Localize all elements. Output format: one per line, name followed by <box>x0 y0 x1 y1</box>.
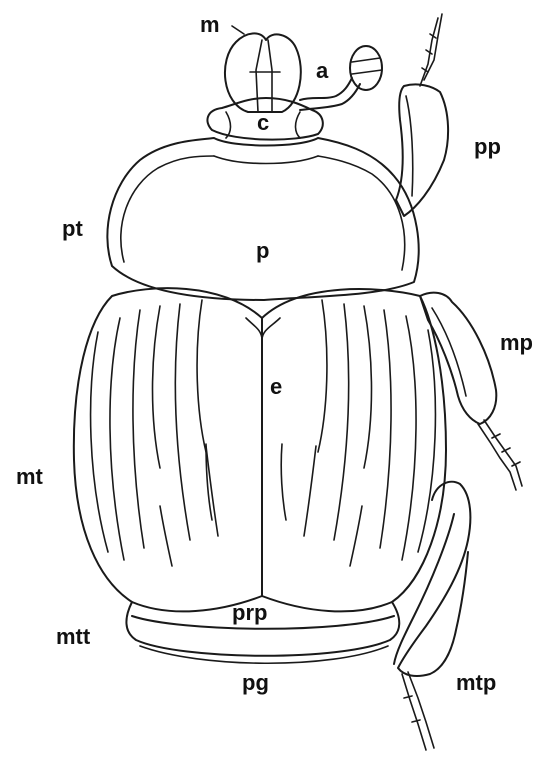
label-pronotal-tip: pt <box>62 218 83 240</box>
label-pygidium: pg <box>242 672 269 694</box>
label-propygidium: prp <box>232 602 267 624</box>
prothoracic-leg <box>396 14 448 216</box>
label-elytron: e <box>270 376 282 398</box>
antenna <box>300 46 382 110</box>
pronotum <box>107 138 418 300</box>
label-antenna: a <box>316 60 328 82</box>
label-clypeus: c <box>257 112 269 134</box>
label-mesothoracic-leg: mp <box>500 332 533 354</box>
label-metathoracic-leg: mtp <box>456 672 496 694</box>
metathoracic-leg <box>394 482 470 750</box>
label-mandible: m <box>200 14 220 36</box>
leader-lines <box>232 26 244 34</box>
label-prothoracic-leg: pp <box>474 136 501 158</box>
label-metatarsus: mtt <box>56 626 90 648</box>
elytra <box>74 288 446 611</box>
label-pronotum: p <box>256 240 269 262</box>
label-metathorax: mt <box>16 466 43 488</box>
